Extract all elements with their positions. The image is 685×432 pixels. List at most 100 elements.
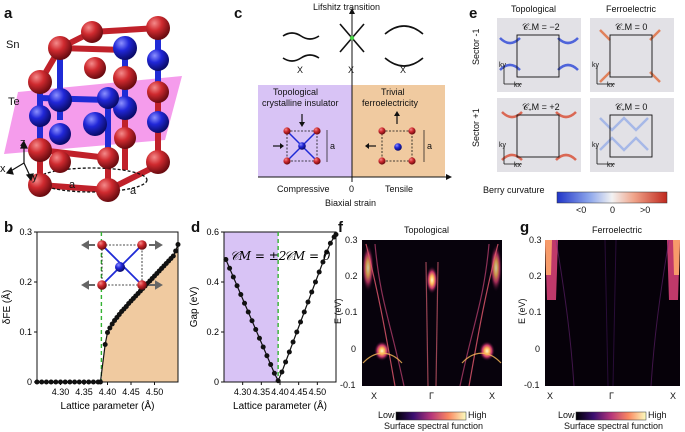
f-xtick-gamma: Γ [429,391,434,401]
e-chern-22: 𝒞₊M = 0 [615,102,648,112]
x-tick-label: 4.45 [122,387,140,397]
g-cbar-high: High [648,410,667,420]
x-tick-label: 4.45 [290,387,308,397]
data-point [227,265,233,271]
berry-tick-zero: 0 [610,205,616,215]
data-point [175,242,181,247]
x-tick-label: 4.30 [234,387,252,397]
g-ytick-m01: -0.1 [524,380,540,390]
y-tick-label: 0 [27,377,32,387]
c-a-right: a [427,141,433,151]
f-ylabel: E (eV) [333,298,343,324]
berry-colorbar [556,191,668,204]
right-box-line-2: ferroelectricity [362,98,419,108]
x-axis-label: Lattice parameter (Å) [61,399,155,412]
e-ky-1: ky [499,62,506,69]
data-point [105,330,110,335]
y-tick-label: 0 [214,377,219,387]
e-ky-3: ky [499,142,506,149]
berry-colorbar-title: Berry curvature [483,185,545,195]
f-cbar-high: High [468,410,487,420]
data-point [283,359,289,365]
g-ytick-02: 0.2 [529,271,542,281]
data-point [312,279,318,285]
data-point [81,379,87,385]
g-ylabel: E (eV) [517,298,527,324]
y-tick-label: 0.2 [206,327,219,337]
annot-right: 𝒞M = 0 [284,249,331,263]
data-point [34,379,40,385]
e-kx-1: kx [514,82,521,89]
sn-atoms [28,16,170,202]
data-point [316,269,322,275]
g-cbar-title: Surface spectral function [564,421,664,431]
f-ytick-03: 0.3 [345,235,358,245]
data-point [170,253,176,259]
right-box-fill [352,85,445,177]
f-heatmap [362,240,502,387]
data-point [286,349,292,355]
data-point [223,257,229,262]
data-point [109,321,115,327]
lattice-a-label-1: a [69,179,76,191]
lifshitz-bands [282,23,424,67]
x-tick-label: 4.50 [309,387,327,397]
data-point [230,274,236,280]
data-point [43,379,49,385]
e-col1-title: Topological [511,4,557,14]
data-point [58,379,63,385]
data-point [333,232,339,237]
berry-tick-pos: >0 [640,205,651,215]
y-axis-label: δFE (Å) [0,290,13,324]
axis-z-label: z [20,137,26,149]
f-ytick-0: 0 [351,344,357,354]
f-xtick-x1: X [371,391,378,401]
x-tick-label: 4.40 [271,387,289,397]
x-tick-label: 4.35 [75,387,93,397]
data-point [320,259,326,265]
c-a-left: a [330,141,336,151]
panel-f-letter: f [338,219,343,236]
e-kx-3: kx [514,162,521,169]
b-inset-lattice [81,240,163,290]
g-xtick-x1: X [547,391,554,401]
data-point [102,342,108,347]
f-colorbar [395,411,467,421]
c-lattice-right [365,111,425,165]
data-point [268,362,274,367]
data-point [256,335,262,341]
y-tick-label: 0.6 [206,227,219,237]
data-point [173,248,179,254]
data-point [253,327,259,332]
y-axis-label: Gap (eV) [189,287,200,328]
te-atoms [29,36,169,145]
x-tick-label: 4.50 [146,387,164,397]
e-col2-title: Ferroelectric [606,4,657,14]
x-tick-label: 4.30 [52,387,70,397]
panel-c-letter: c [234,5,243,22]
f-cbar-title: Surface spectral function [384,421,484,431]
y-tick-label: 0.1 [19,327,32,337]
lifshitz-point [349,35,355,41]
data-point [260,344,266,350]
e-chern-21: 𝒞₊M = +2 [522,102,560,112]
e-maps [497,18,674,172]
data-point [279,369,285,375]
f-ytick-01: 0.1 [345,307,358,317]
axis-y-label: y [32,171,38,183]
data-point [275,378,281,384]
g-heatmap [545,239,680,387]
panel-d-letter: d [191,219,201,236]
f-xtick-x2: X [489,391,496,401]
c-x-label-3: X [400,65,407,75]
te-label: Te [8,96,20,108]
x-tick-label: 4.35 [253,387,271,397]
data-point [309,289,315,295]
g-title: Ferroelectric [592,225,643,235]
g-ytick-0: 0 [535,344,541,354]
data-point [327,240,333,246]
g-colorbar [575,411,647,421]
f-title: Topological [404,225,450,235]
